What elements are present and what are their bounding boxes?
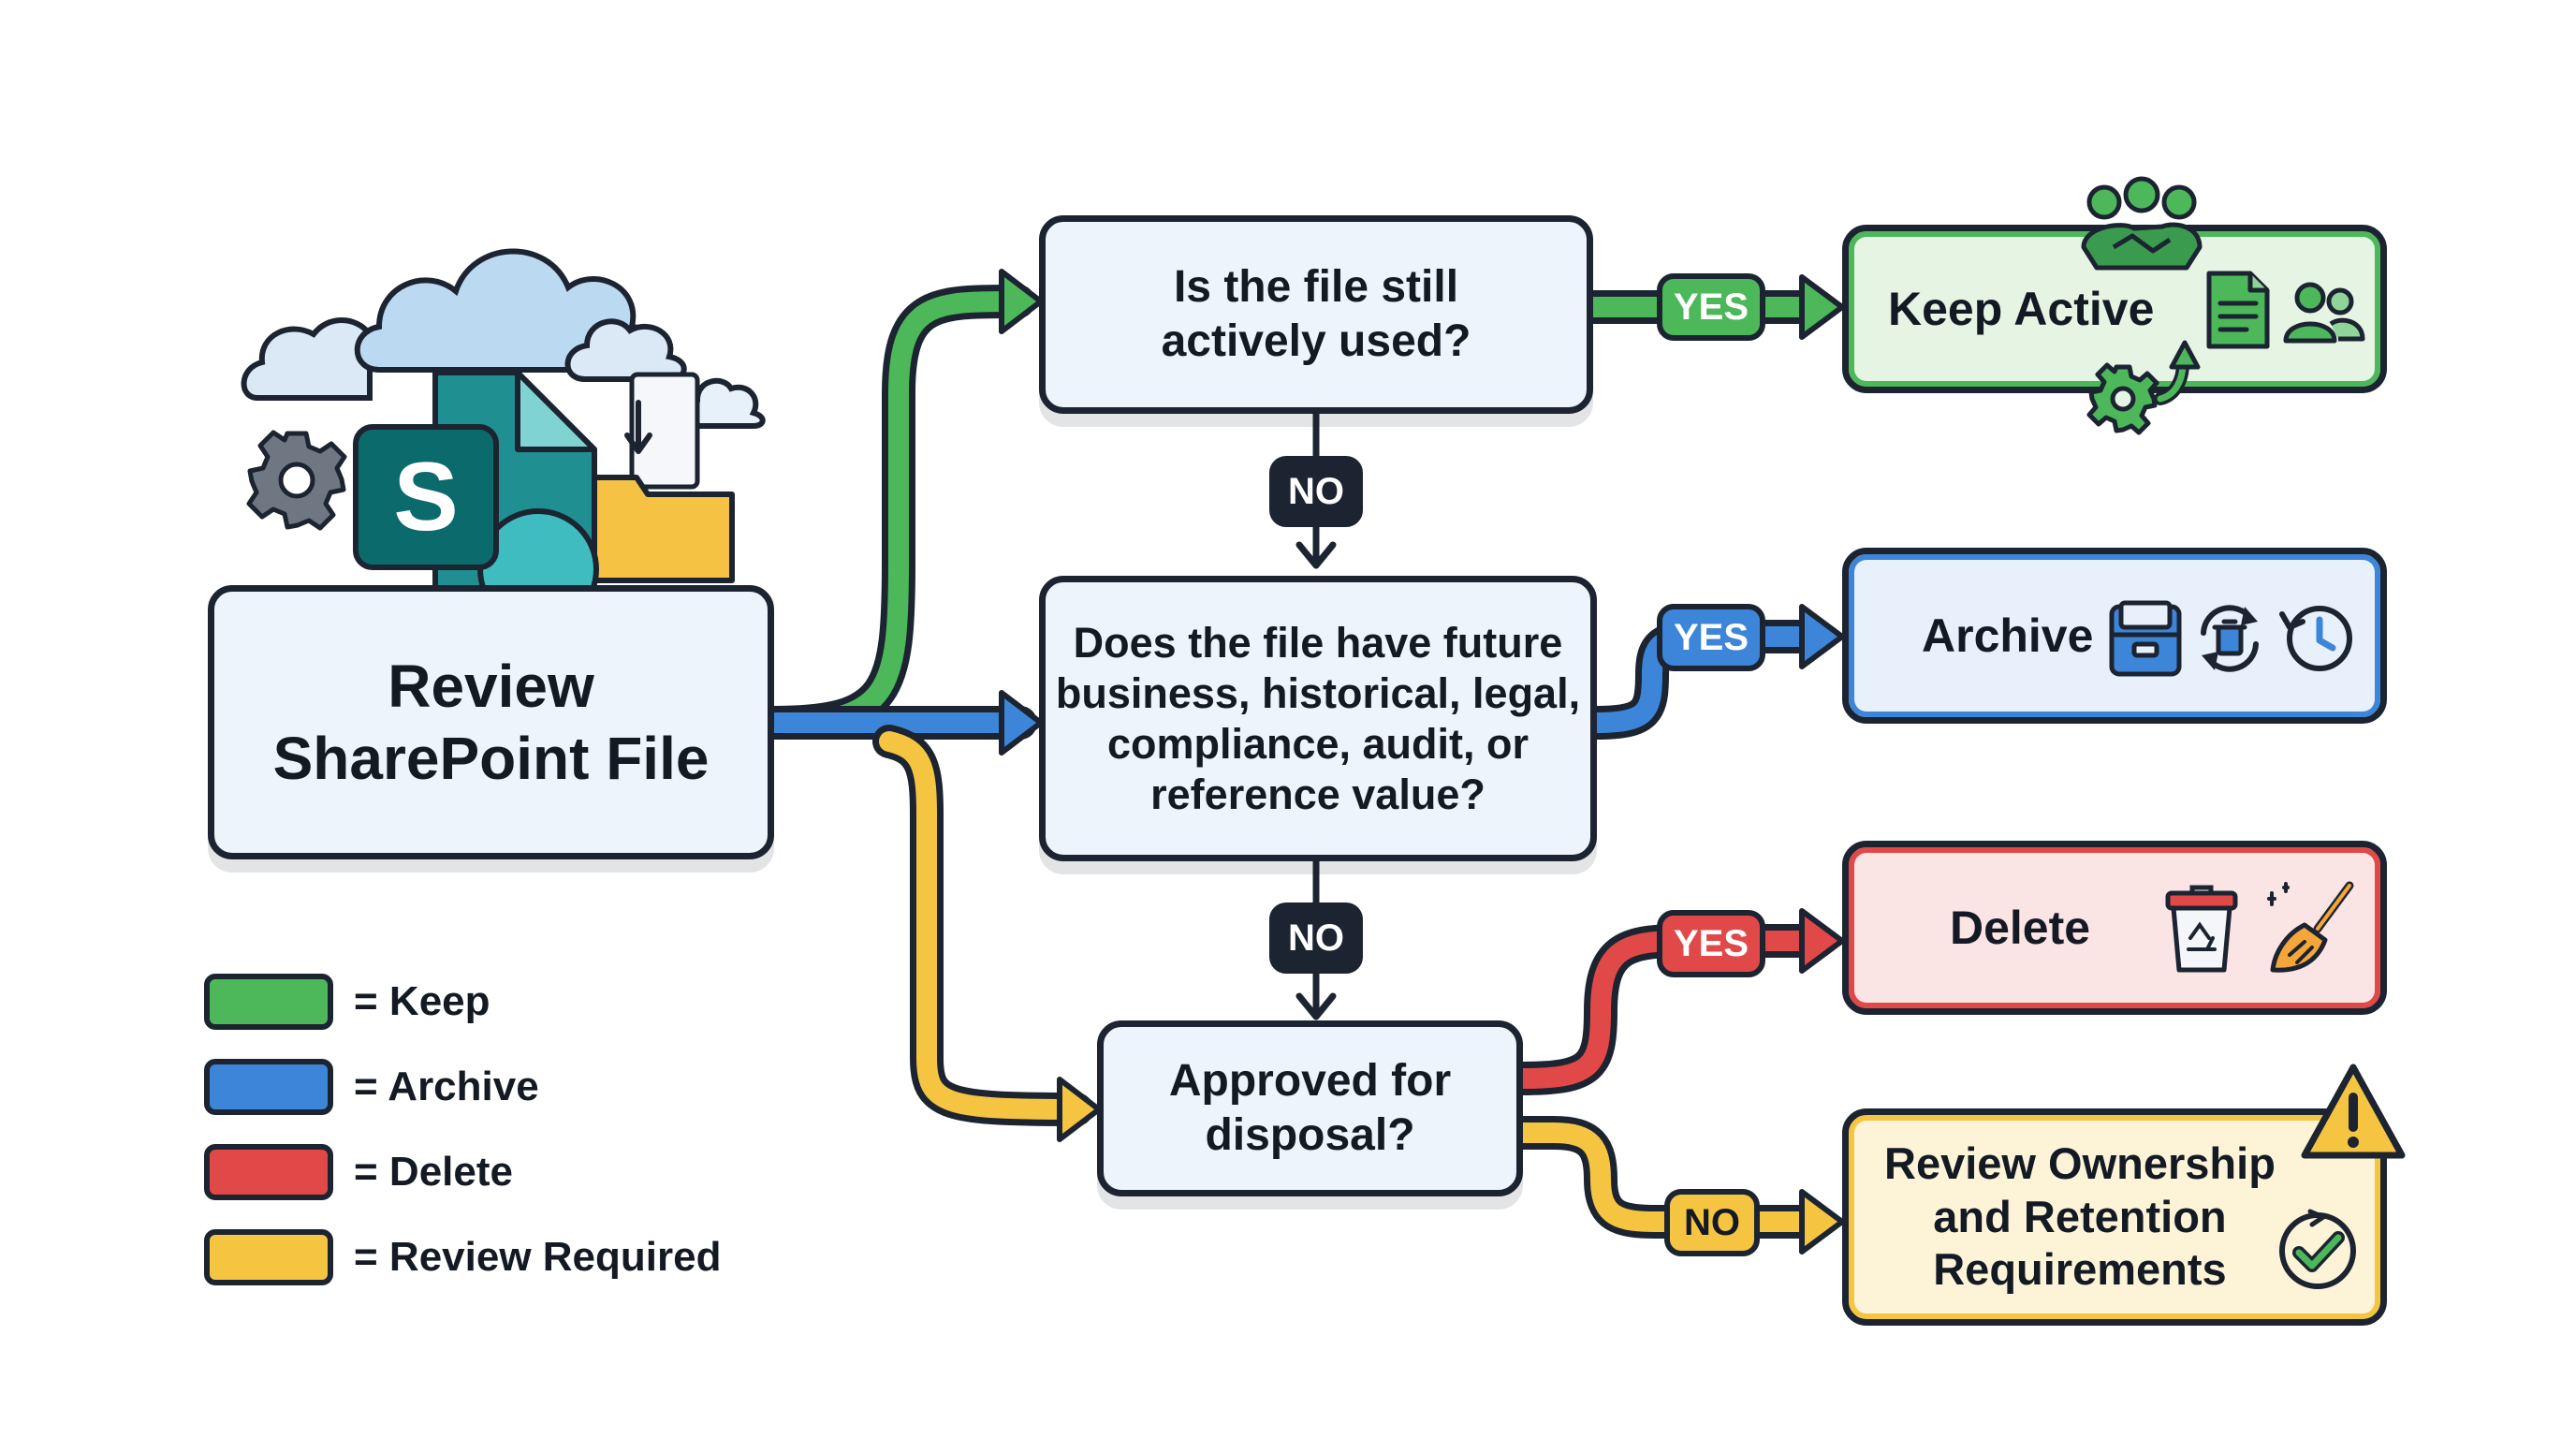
decision-q3-label: Approved for disposal? bbox=[1168, 1056, 1452, 1160]
legend-item-keep: = Keep bbox=[204, 974, 490, 1030]
handshake-icon bbox=[2081, 176, 2203, 271]
decision-q2-label: Does the file have future business, hist… bbox=[1055, 618, 1581, 818]
broom-icon bbox=[2267, 881, 2354, 973]
decision-q1-label: Is the file still actively used? bbox=[1161, 262, 1471, 366]
legend-label-keep: = Keep bbox=[354, 978, 490, 1024]
check-circle-icon bbox=[2279, 1209, 2356, 1289]
trash-icon bbox=[2165, 885, 2238, 973]
outcome-archive-label: Archive bbox=[1922, 609, 2094, 662]
start-node-label: Review SharePoint File bbox=[272, 652, 710, 792]
start-node[interactable]: Review SharePoint File bbox=[208, 585, 774, 859]
gear-icon bbox=[246, 430, 347, 531]
cloud-icon bbox=[241, 248, 766, 429]
badge-no-q1: NO bbox=[1269, 456, 1363, 527]
outcome-delete-label: Delete bbox=[1950, 902, 2091, 954]
recycle-icon bbox=[2201, 605, 2259, 672]
outcome-review-ownership[interactable]: Review Ownership and Retention Requireme… bbox=[1842, 1108, 2387, 1326]
document-icon bbox=[2206, 271, 2270, 349]
legend-item-review: = Review Required bbox=[204, 1229, 721, 1285]
folder-icon bbox=[587, 372, 735, 583]
badge-yes-delete: YES bbox=[1657, 910, 1765, 977]
legend-swatch-archive bbox=[204, 1059, 333, 1115]
badge-yes-archive: YES bbox=[1657, 604, 1765, 671]
decision-q3[interactable]: Approved for disposal? bbox=[1097, 1020, 1523, 1196]
legend-label-review: = Review Required bbox=[354, 1234, 722, 1280]
users-icon bbox=[2283, 282, 2365, 344]
legend-item-archive: = Archive bbox=[204, 1059, 539, 1115]
legend-swatch-review bbox=[204, 1229, 333, 1285]
warning-icon bbox=[2301, 1064, 2406, 1159]
archive-box-icon bbox=[2109, 600, 2182, 677]
legend-label-delete: = Delete bbox=[354, 1149, 513, 1195]
decision-q2[interactable]: Does the file have future business, hist… bbox=[1039, 576, 1597, 861]
outcome-review-label: Review Ownership and Retention Requireme… bbox=[1884, 1138, 2276, 1295]
badge-yes-keep: YES bbox=[1657, 273, 1765, 341]
legend-label-archive: = Archive bbox=[354, 1064, 539, 1109]
badge-no-review: NO bbox=[1664, 1189, 1760, 1256]
badge-no-q2: NO bbox=[1269, 902, 1363, 974]
decision-q1[interactable]: Is the file still actively used? bbox=[1039, 215, 1593, 414]
refresh-gear-icon bbox=[2086, 340, 2201, 435]
legend-item-delete: = Delete bbox=[204, 1144, 513, 1200]
legend-swatch-delete bbox=[204, 1144, 333, 1200]
legend-swatch-keep bbox=[204, 974, 333, 1030]
history-icon bbox=[2279, 606, 2352, 671]
sharepoint-logo-letter: S bbox=[393, 442, 459, 551]
outcome-keep-label: Keep Active bbox=[1888, 283, 2155, 335]
